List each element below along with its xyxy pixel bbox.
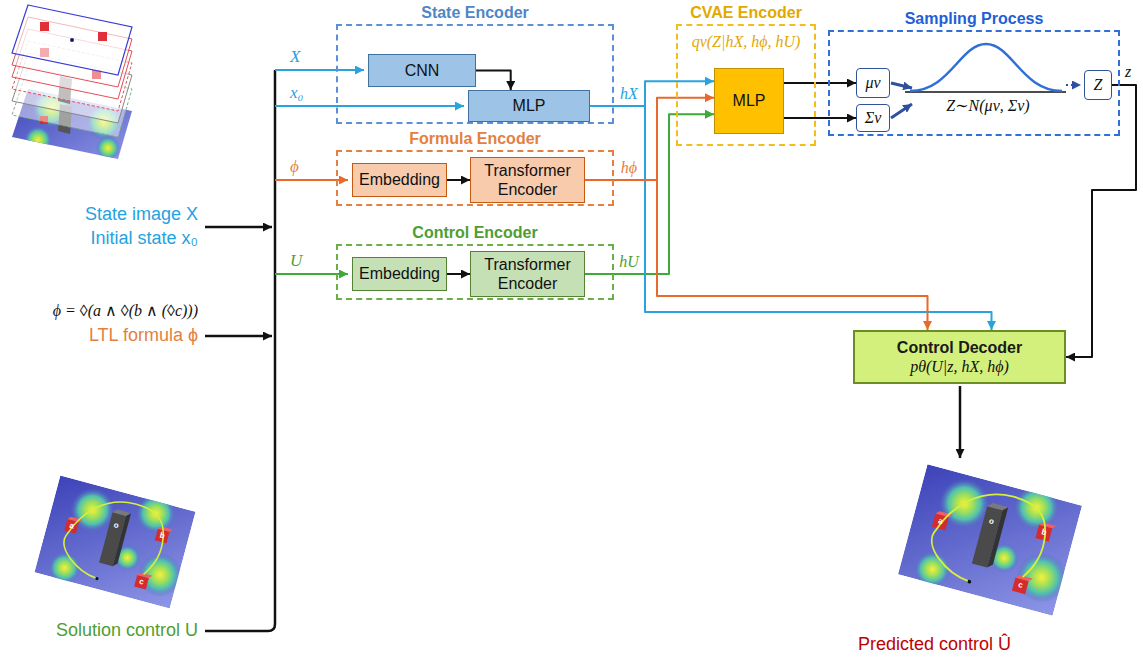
connector-arrow — [784, 117, 856, 119]
group-title: State Encoder — [338, 3, 612, 22]
connector-arrow — [447, 273, 470, 275]
group-title: Control Encoder — [338, 223, 612, 242]
block-label: Embedding — [359, 170, 440, 189]
block-label: Transformer Encoder — [475, 161, 580, 199]
group-title: Formula Encoder — [338, 129, 612, 148]
variance-box: Σν — [856, 104, 890, 132]
input-bus — [205, 70, 464, 631]
latent-box: Z — [1084, 70, 1112, 100]
edge-label: hU — [617, 253, 641, 271]
symbol-label: Σν — [865, 108, 882, 127]
edge-label: hX — [618, 85, 640, 103]
solution-map: aobc — [34, 476, 195, 609]
block-label: Transformer Encoder — [475, 255, 580, 293]
mlp-block: MLP — [468, 90, 590, 122]
transformer-block: Transformer Encoder — [470, 251, 585, 297]
map-illustration — [34, 476, 195, 609]
distribution-formula: pθ(U|z, hX, hϕ) — [910, 357, 1009, 376]
ltl-formula: ϕ = ◊(a ∧ ◊(b ∧ (◊c))) — [53, 301, 198, 320]
encoder-group: State EncoderCNNMLP — [336, 24, 614, 124]
block-label: CNN — [405, 61, 440, 80]
distribution-formula: Z∼N(μν, Σν) — [888, 96, 1088, 115]
block-title: Control Decoder — [897, 338, 1022, 357]
embedding-block: Embedding — [352, 257, 447, 291]
transformer-block: Transformer Encoder — [470, 157, 585, 203]
mlp-block: MLP — [714, 68, 784, 134]
connector-arrow — [590, 81, 714, 106]
connector-arrow — [1066, 85, 1136, 357]
cnn-block: CNN — [368, 54, 476, 87]
map-illustration — [898, 464, 1082, 616]
connector-arrow — [585, 114, 714, 274]
robot-dot — [70, 38, 74, 42]
edge-label: hϕ — [619, 159, 639, 177]
encoder-group: Formula EncoderEmbeddingTransformer Enco… — [336, 150, 614, 206]
group-title: Sampling Process — [830, 9, 1118, 28]
state-image-stack — [12, 5, 132, 160]
input-label: Initial state x₀ — [90, 228, 198, 250]
signal-name: X — [290, 47, 300, 67]
layer — [12, 5, 132, 75]
symbol-label: μν — [865, 73, 880, 92]
signal-name: x₀ — [290, 83, 303, 103]
goal-square — [40, 22, 49, 31]
connector-arrow — [476, 71, 511, 91]
group-title: CVAE Encoder — [678, 3, 814, 22]
connector-arrow — [585, 98, 714, 180]
signal-name: U — [290, 251, 302, 271]
encoder-group: Control EncoderEmbeddingTransformer Enco… — [336, 244, 614, 300]
connector-arrow — [784, 82, 856, 84]
predicted-map: aobc — [898, 464, 1082, 616]
output-arrow — [959, 386, 962, 458]
block-label: MLP — [513, 96, 546, 115]
output-label: Predicted control Û — [858, 634, 1011, 656]
sampling-group: Sampling ProcessZ∼N(μν, Σν)μνΣνZ — [828, 30, 1120, 136]
symbol-label: Z — [1094, 75, 1103, 94]
connector-arrow — [447, 179, 470, 181]
edge-label: z — [1123, 63, 1133, 81]
connector-arrow — [585, 180, 928, 330]
distribution-formula: qν(Z|hX, hϕ, hU) — [678, 32, 814, 51]
decoder-box: Control Decoderpθ(U|z, hX, hϕ) — [853, 330, 1066, 384]
mean-box: μν — [856, 68, 890, 98]
input-label: Solution control U — [56, 620, 198, 642]
signal-name: ϕ — [290, 157, 299, 177]
input-label: State image X — [85, 204, 198, 226]
block-label: MLP — [733, 91, 766, 110]
goal-square — [98, 32, 107, 41]
cvae-encoder-group: CVAE Encoderqν(Z|hX, hϕ, hU)MLP — [676, 24, 816, 146]
input-label: LTL formula ϕ — [89, 325, 198, 347]
block-label: Embedding — [359, 264, 440, 283]
embedding-block: Embedding — [352, 163, 447, 197]
